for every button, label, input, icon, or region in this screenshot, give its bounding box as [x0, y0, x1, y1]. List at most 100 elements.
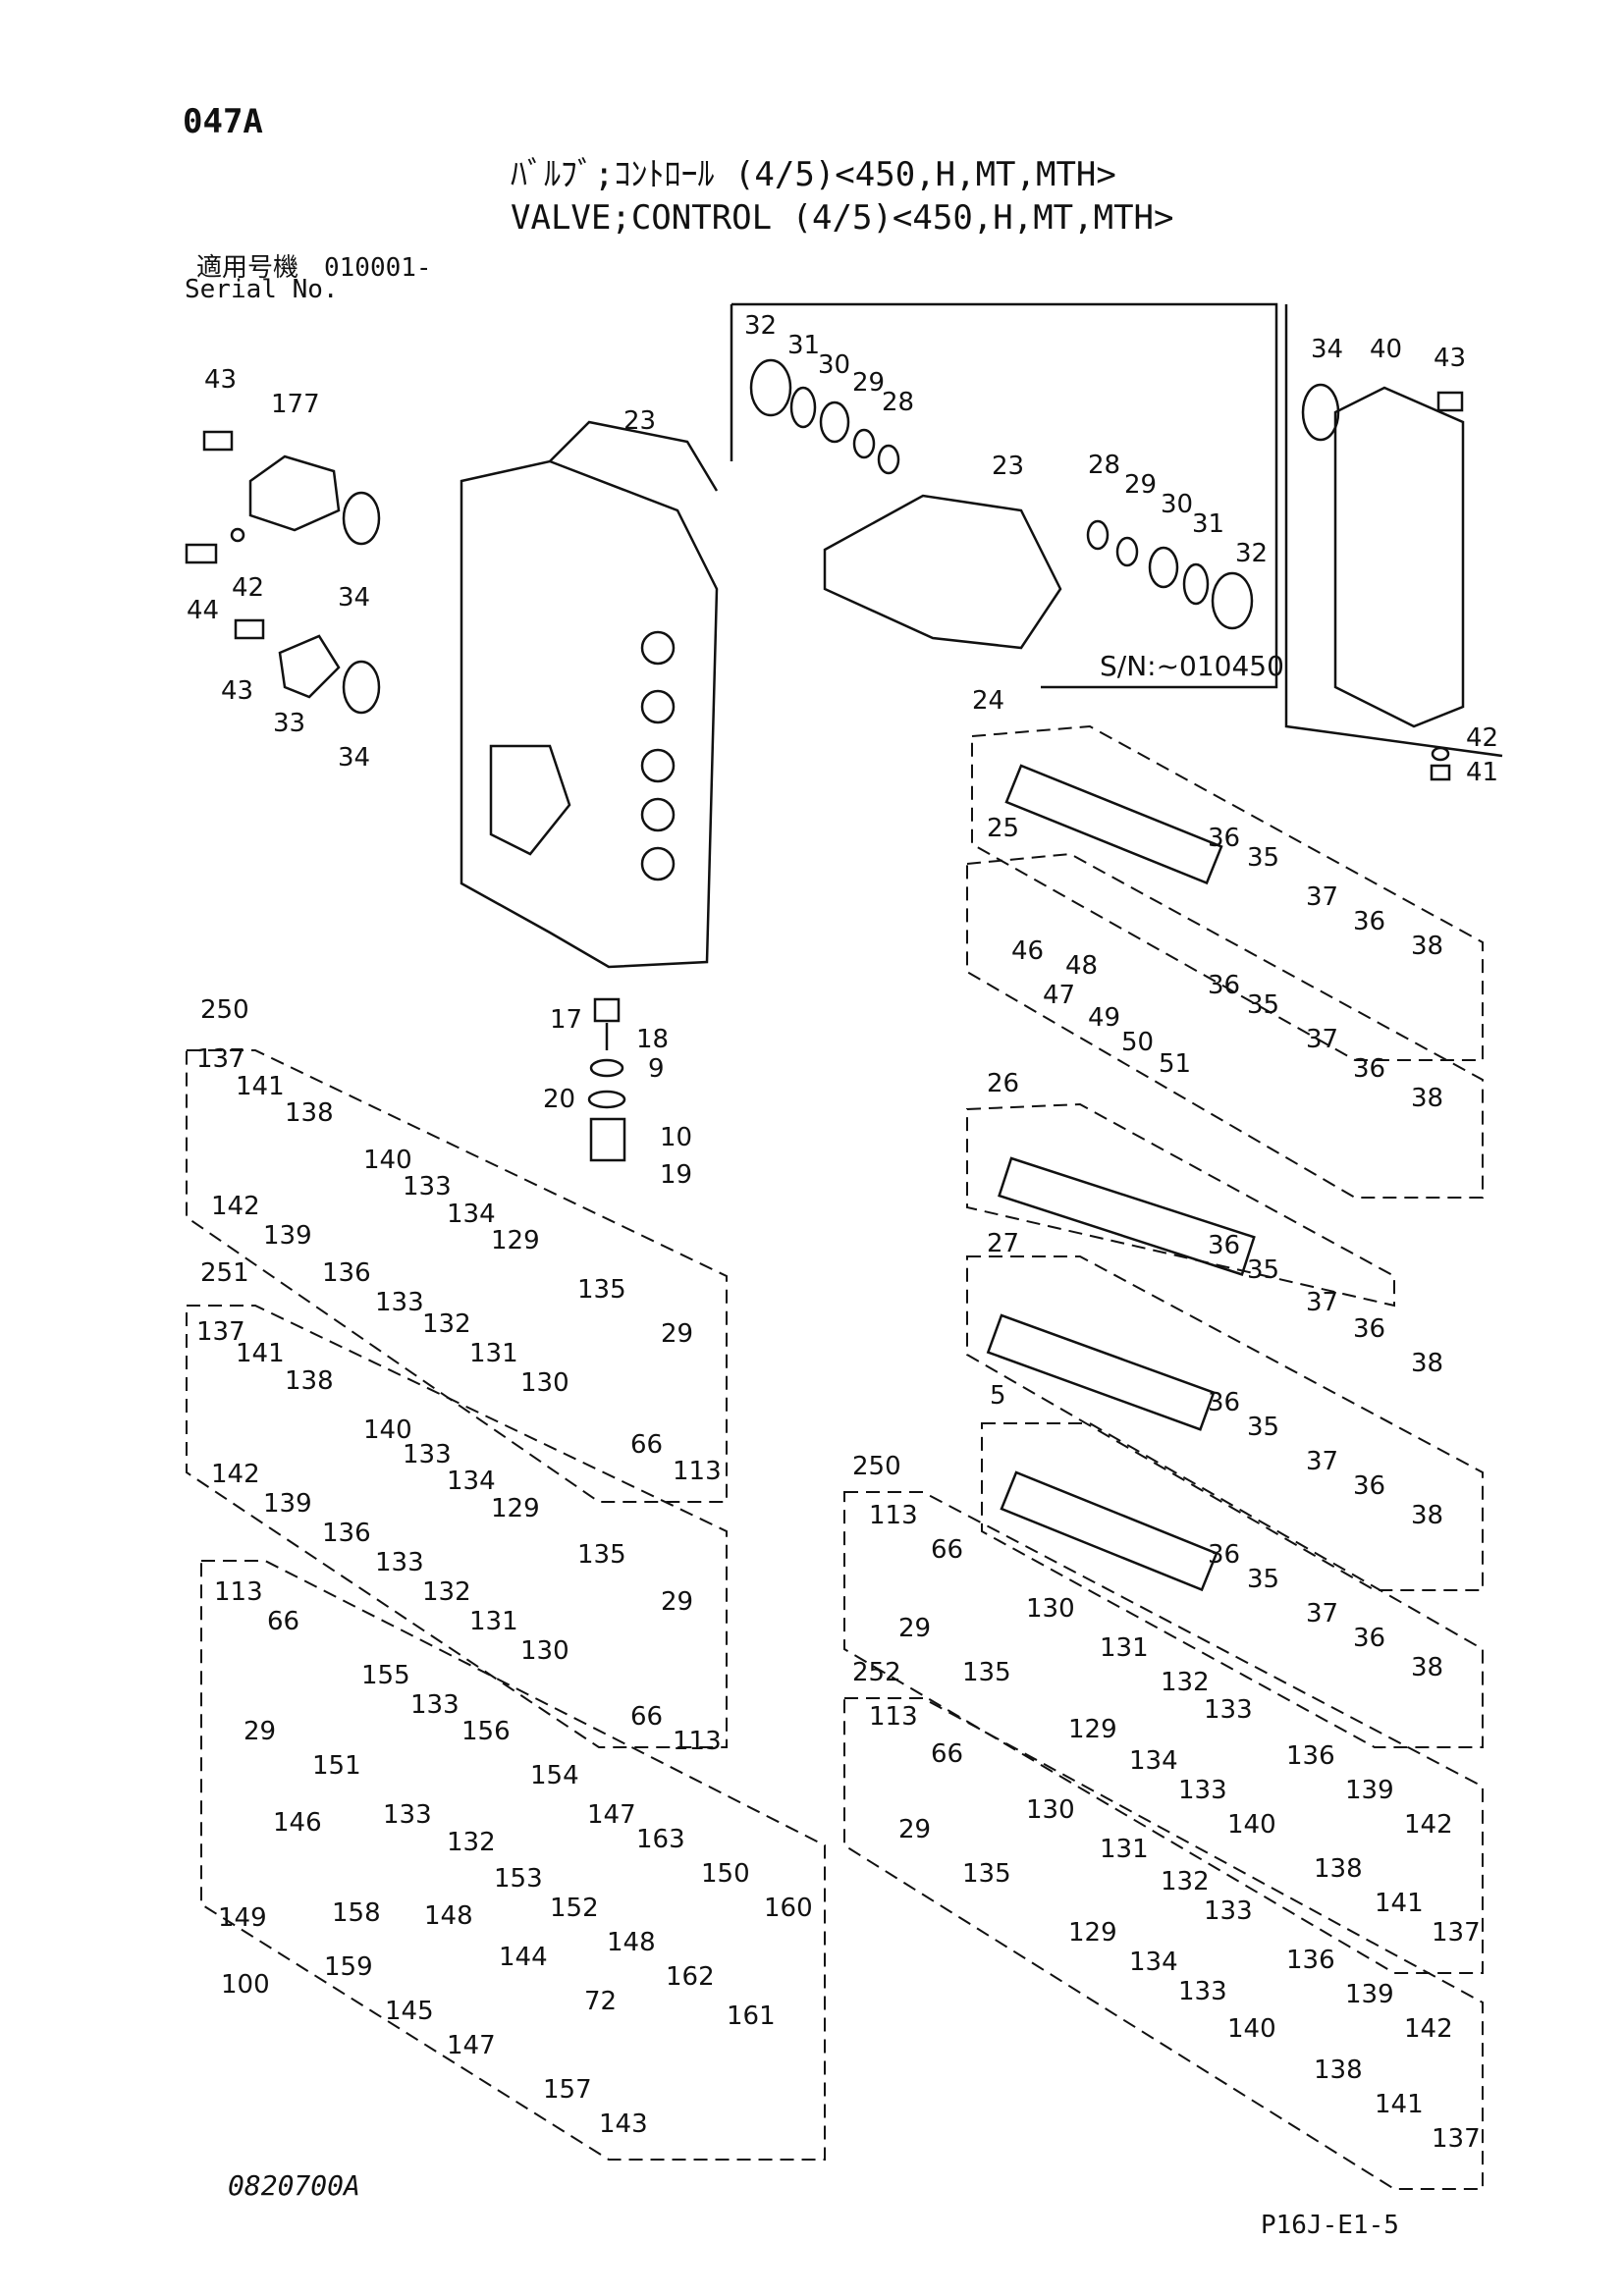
callout-135: 135	[577, 1275, 626, 1305]
port-4	[640, 797, 676, 832]
cartridge-groups	[186, 1049, 1484, 2190]
callout-113: 113	[673, 1727, 722, 1756]
callout-158: 158	[332, 1898, 381, 1928]
callout-129: 129	[1068, 1918, 1117, 1948]
spool-24	[1004, 764, 1223, 885]
callout-47: 47	[1043, 981, 1075, 1010]
serial-note-inset: S/N:~010450	[1100, 650, 1284, 682]
callout-9: 9	[648, 1054, 665, 1084]
callout-28: 28	[882, 388, 914, 417]
inset-frames	[730, 302, 1503, 758]
spool-5	[1000, 1470, 1218, 1592]
callout-26: 26	[987, 1069, 1019, 1098]
callout-113: 113	[673, 1457, 722, 1486]
callout-38: 38	[1411, 1653, 1443, 1682]
callout-28: 28	[1088, 451, 1120, 480]
serial-label-english: Serial No.	[185, 275, 339, 304]
callout-130: 130	[520, 1368, 569, 1398]
inset-frame-top	[731, 302, 1278, 689]
callout-29: 29	[661, 1319, 693, 1349]
callout-149: 149	[218, 1903, 267, 1933]
callout-29: 29	[898, 1614, 931, 1643]
callout-155: 155	[361, 1661, 410, 1690]
callout-36: 36	[1353, 1471, 1385, 1501]
bolt-43-cover	[1436, 391, 1464, 412]
callout-36: 36	[1208, 824, 1240, 853]
inset-ring-28a	[877, 444, 900, 475]
callout-113: 113	[869, 1702, 918, 1732]
callout-133: 133	[403, 1172, 452, 1201]
callout-159: 159	[324, 1952, 373, 1982]
callout-31: 31	[1192, 509, 1224, 539]
callout-labels: S/N:~010450 34 40 43 32 31 30 29 28 23 2…	[187, 311, 1498, 2154]
callout-129: 129	[1068, 1715, 1117, 1744]
valve-body-outline	[460, 459, 719, 969]
callout-41: 41	[1466, 758, 1498, 787]
flange-33	[278, 634, 341, 699]
group-251	[186, 1305, 728, 1748]
spool-group-24	[971, 724, 1484, 1061]
callout-133: 133	[375, 1548, 424, 1577]
callout-46: 46	[1011, 936, 1044, 966]
callout-129: 129	[491, 1226, 540, 1255]
callout-163: 163	[636, 1825, 685, 1854]
callout-38: 38	[1411, 1501, 1443, 1530]
port-3	[640, 748, 676, 783]
callout-139: 139	[1345, 1776, 1394, 1805]
page-reference: P16J-E1-5	[1261, 2211, 1399, 2240]
callout-147: 147	[587, 1800, 636, 1830]
callout-132: 132	[422, 1577, 471, 1607]
callout-138: 138	[285, 1366, 334, 1396]
bolt-44	[185, 543, 218, 564]
callout-100: 100	[221, 1970, 270, 2000]
spool-group-5	[981, 1422, 1484, 1748]
callout-37: 37	[1306, 1025, 1338, 1054]
oring-34-mid	[342, 660, 381, 715]
oring-9	[589, 1058, 624, 1078]
group-252	[843, 1697, 1484, 2190]
callout-38: 38	[1411, 1349, 1443, 1378]
callout-66: 66	[931, 1535, 963, 1565]
spool-assemblies	[966, 724, 1484, 1748]
callout-66: 66	[931, 1739, 963, 1769]
plug-10	[589, 1117, 626, 1162]
callout-113: 113	[214, 1577, 263, 1607]
callout-23-inset: 23	[992, 452, 1024, 481]
relief-parts	[587, 997, 626, 1162]
spool-group-25	[966, 852, 1484, 1199]
callout-31: 31	[787, 331, 820, 360]
callout-48: 48	[1065, 951, 1098, 981]
inset-valve-body	[823, 494, 1062, 650]
cover-frame	[1284, 304, 1503, 758]
callout-140: 140	[363, 1415, 412, 1445]
spool-27	[986, 1313, 1216, 1431]
left-hardware	[185, 430, 381, 715]
callout-139: 139	[263, 1221, 312, 1251]
callout-17: 17	[550, 1005, 582, 1035]
bolt-43-mid	[234, 618, 265, 640]
callout-134: 134	[447, 1467, 496, 1496]
callout-29: 29	[898, 1815, 931, 1844]
callout-137: 137	[1432, 2124, 1481, 2154]
flange-177	[248, 454, 341, 532]
callout-143: 143	[599, 2109, 648, 2139]
callout-138: 138	[285, 1098, 334, 1128]
callout-154: 154	[530, 1761, 579, 1790]
callout-150: 150	[701, 1859, 750, 1889]
callout-5: 5	[990, 1381, 1006, 1411]
callout-137: 137	[196, 1044, 245, 1074]
inset-ring-31a	[789, 386, 817, 429]
drawing-number: 0820700A	[228, 2169, 360, 2202]
callout-133: 133	[1204, 1896, 1253, 1926]
callout-135: 135	[577, 1540, 626, 1570]
inset-ring-29b	[1115, 536, 1139, 567]
callout-146: 146	[273, 1808, 322, 1838]
callout-135: 135	[962, 1859, 1011, 1889]
callout-250: 250	[852, 1452, 901, 1481]
callout-133: 133	[410, 1690, 460, 1720]
callout-142: 142	[1404, 2014, 1453, 2044]
callout-43: 43	[221, 676, 253, 706]
callout-136: 136	[1286, 1741, 1335, 1771]
callout-152: 152	[550, 1894, 599, 1923]
